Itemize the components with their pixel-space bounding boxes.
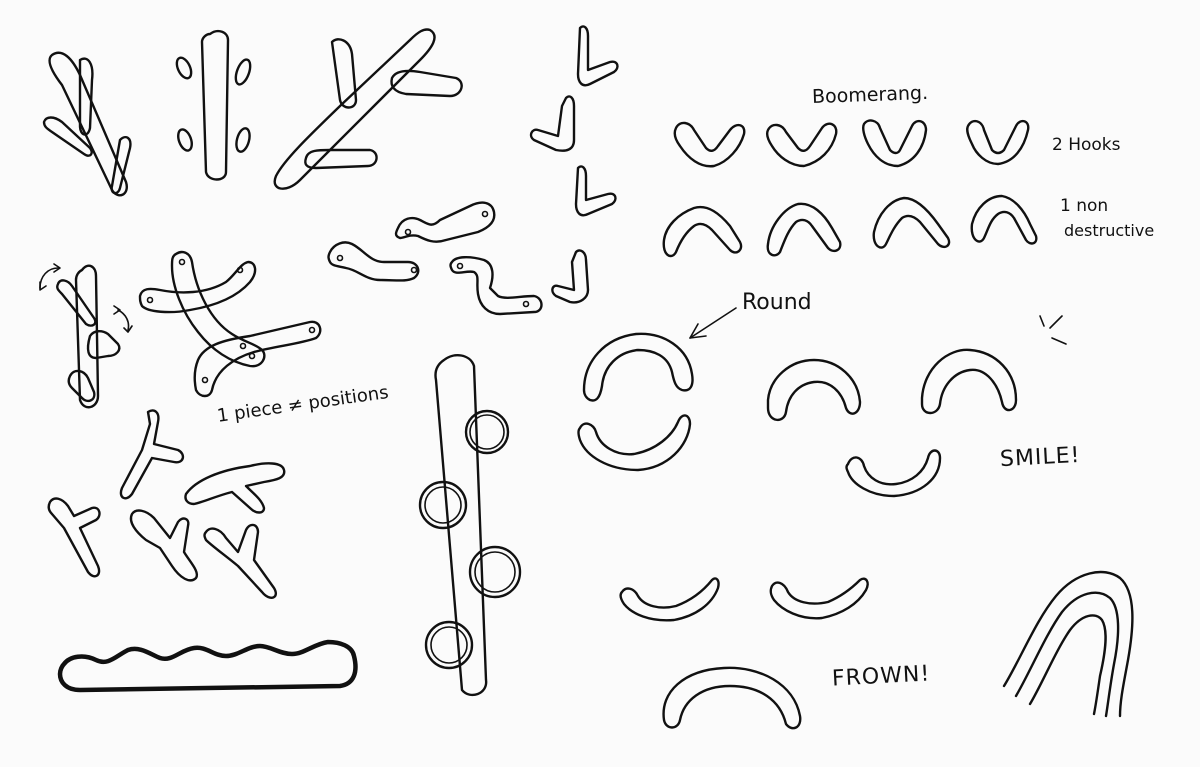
bar-with-knobs-sketch [418,354,522,697]
bar-with-ovals-sketch [175,29,252,181]
boomerang-note: Boomerang. [811,81,929,109]
round-arrow [689,307,737,339]
frown-arcs-sketch [619,577,869,730]
two-hooks-note: 2 Hooks [1052,135,1121,155]
wavy-bar-sketch [57,639,358,693]
round-arcs-sketch [577,332,1018,498]
rainbow-stripes-sketch [1002,570,1134,718]
crossed-curved-links-sketch [138,250,322,398]
rotating-bar-sketch [39,263,133,409]
l-hooks-column-sketch [529,25,619,304]
crossed-sticks-sketch [42,51,132,197]
boomerang-hooks-row [673,119,1030,168]
sparkle-lines [1039,315,1067,345]
diagonal-bar-sketch [273,28,463,190]
smile-note: SMILE! [999,442,1081,473]
frown-note: FROWN! [831,661,931,692]
non-destructive-note-line2: destructive [1064,221,1155,240]
branch-pieces-sketch [47,409,286,599]
round-note: Round [742,290,812,315]
wavy-links-sketch [327,201,543,316]
non-destructive-row [662,194,1038,258]
non-destructive-note-line1: 1 non [1060,196,1109,216]
